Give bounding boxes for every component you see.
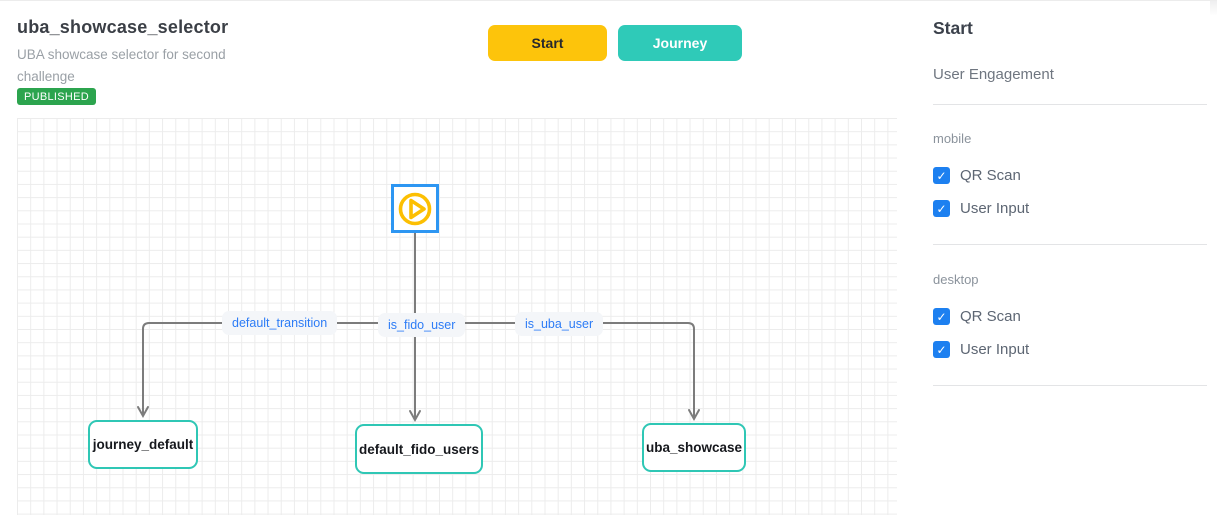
flow-canvas[interactable]: default_transition is_fido_user is_uba_u… xyxy=(17,118,897,515)
checkbox-label: User Input xyxy=(960,200,1030,217)
divider xyxy=(933,385,1207,386)
checkbox-row-mobile-user-input[interactable]: ✓ User Input xyxy=(933,200,1029,217)
node-journey-default[interactable]: journey_default xyxy=(88,420,198,469)
checkbox-checked-icon[interactable]: ✓ xyxy=(933,167,950,184)
page-subtitle: UBA showcase selector for second challen… xyxy=(17,47,226,84)
checkbox-label: QR Scan xyxy=(960,167,1021,184)
status-badge: PUBLISHED xyxy=(17,88,97,105)
arrowhead-left xyxy=(137,406,149,419)
page-title: uba_showcase_selector xyxy=(17,17,229,37)
checkbox-checked-icon[interactable]: ✓ xyxy=(933,341,950,358)
checkbox-label: User Input xyxy=(960,341,1030,358)
start-node[interactable] xyxy=(391,184,439,233)
section-label-desktop: desktop xyxy=(933,272,979,287)
arrowhead-center xyxy=(409,410,421,423)
edge-line-left xyxy=(142,322,415,415)
checkbox-checked-icon[interactable]: ✓ xyxy=(933,308,950,325)
checkbox-row-mobile-qr-scan[interactable]: ✓ QR Scan xyxy=(933,167,1021,184)
checkbox-label: QR Scan xyxy=(960,308,1021,325)
checkbox-row-desktop-user-input[interactable]: ✓ User Input xyxy=(933,341,1029,358)
divider xyxy=(933,244,1207,245)
start-button[interactable]: Start xyxy=(488,25,607,61)
node-uba-showcase[interactable]: uba_showcase xyxy=(642,423,746,472)
edge-label-is-uba-user[interactable]: is_uba_user xyxy=(515,312,604,336)
journey-button[interactable]: Journey xyxy=(618,25,742,61)
section-label-mobile: mobile xyxy=(933,131,972,146)
sidebar-title: Start xyxy=(933,18,973,38)
checkbox-checked-icon[interactable]: ✓ xyxy=(933,200,950,217)
sidebar-panel: Start User Engagement mobile ✓ QR Scan ✓… xyxy=(933,1,1210,515)
arrowhead-right xyxy=(688,409,700,422)
divider xyxy=(933,104,1207,105)
edge-line-right xyxy=(415,322,695,418)
node-default-fido-users[interactable]: default_fido_users xyxy=(355,424,483,474)
edge-label-is-fido-user[interactable]: is_fido_user xyxy=(378,313,466,337)
checkbox-row-desktop-qr-scan[interactable]: ✓ QR Scan xyxy=(933,308,1021,325)
sidebar-subtitle: User Engagement xyxy=(933,66,1054,83)
edge-label-default-transition[interactable]: default_transition xyxy=(222,311,338,335)
play-icon xyxy=(398,192,432,225)
